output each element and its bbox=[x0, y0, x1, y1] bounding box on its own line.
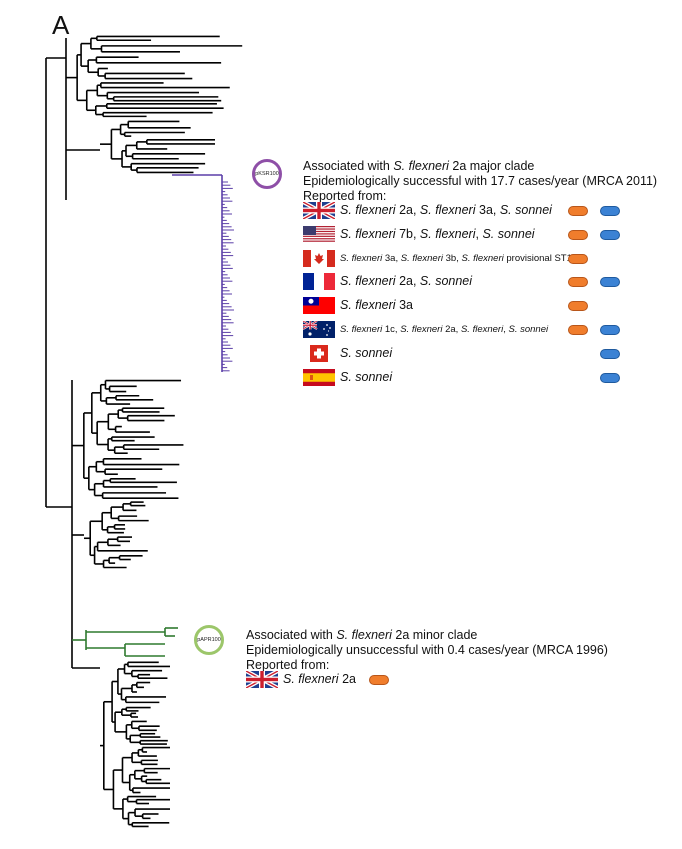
switzerland-flag bbox=[303, 344, 335, 362]
orange-marker bbox=[568, 325, 588, 335]
reported-species: S. flexneri 1c, S. flexneri 2a, S. flexn… bbox=[340, 324, 549, 335]
reported-species: S. flexneri 7b, S. flexneri, S. sonnei bbox=[340, 226, 535, 241]
taiwan-flag bbox=[303, 297, 335, 315]
blue-marker bbox=[600, 277, 620, 288]
australia-flag bbox=[303, 321, 335, 338]
orange-marker bbox=[568, 206, 588, 216]
panel-label: A bbox=[52, 10, 70, 40]
spain-flag bbox=[303, 368, 335, 386]
reported-species: S. flexneri 2a, S. sonnei bbox=[340, 274, 473, 289]
blue-marker bbox=[600, 348, 620, 359]
epidemiology-line: Epidemiologically unsuccessful with 0.4 … bbox=[246, 643, 608, 657]
blue-marker bbox=[600, 372, 620, 383]
blue-marker bbox=[600, 325, 620, 335]
reported-species: S. flexneri 2a bbox=[283, 672, 356, 686]
reported-species: S. sonnei bbox=[340, 345, 393, 360]
reported-species: S. flexneri 3a, S. flexneri 3b, S. flexn… bbox=[340, 252, 583, 264]
major-clade-annotation: Associated with S. flexneri 2a major cla… bbox=[303, 159, 657, 204]
france-flag bbox=[303, 273, 335, 291]
minor-clade-annotation: Associated with S. flexneri 2a minor cla… bbox=[246, 628, 608, 673]
reported-from-label: Reported from: bbox=[246, 658, 330, 672]
orange-marker bbox=[568, 301, 588, 312]
orange-marker bbox=[568, 277, 588, 288]
usa-flag bbox=[303, 225, 335, 243]
association-line: Associated with S. flexneri 2a major cla… bbox=[303, 159, 535, 173]
reported-species: S. flexneri 3a bbox=[340, 298, 413, 313]
canada-flag bbox=[303, 249, 335, 267]
uk-flag bbox=[246, 671, 278, 688]
reported-from-label: Reported from: bbox=[303, 189, 387, 203]
blue-marker bbox=[600, 229, 620, 240]
orange-marker bbox=[568, 253, 588, 264]
orange-marker bbox=[568, 229, 588, 240]
reported-species: S. flexneri 2a, S. flexneri 3a, S. sonne… bbox=[340, 203, 552, 217]
plasmid-papr100-circle: pAPR100 bbox=[194, 625, 224, 655]
plasmid-pksr100-circle: pKSR100 bbox=[252, 159, 282, 189]
blue-marker bbox=[600, 206, 620, 216]
plasmid-label: pAPR100 bbox=[197, 637, 221, 643]
orange-marker bbox=[369, 675, 389, 685]
reported-species: S. sonnei bbox=[340, 369, 393, 384]
epidemiology-line: Epidemiologically successful with 17.7 c… bbox=[303, 174, 658, 188]
plasmid-label: pKSR100 bbox=[255, 171, 279, 177]
uk-flag bbox=[303, 202, 335, 219]
association-line: Associated with S. flexneri 2a minor cla… bbox=[246, 628, 478, 642]
